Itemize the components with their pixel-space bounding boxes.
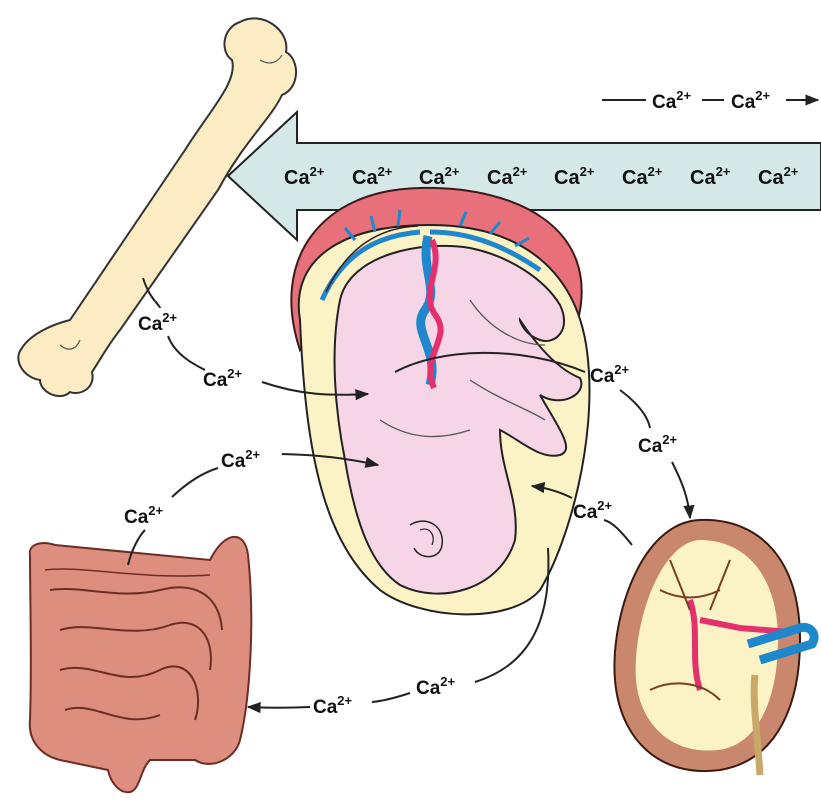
bone-femur-icon bbox=[18, 18, 296, 396]
kidney-icon bbox=[614, 520, 814, 775]
placenta-fetus-icon bbox=[291, 188, 589, 614]
gut-ca-2: Ca2+ bbox=[221, 447, 261, 472]
kidney-to-fetus-path bbox=[604, 520, 632, 545]
bone-ca-1: Ca2+ bbox=[138, 310, 178, 335]
top-ca-2: Ca2+ bbox=[731, 88, 771, 113]
intestine-icon bbox=[30, 537, 251, 792]
gutreturn-ca-1: Ca2+ bbox=[416, 674, 456, 699]
bone-ca-2: Ca2+ bbox=[203, 366, 243, 391]
gutreturn-ca-2: Ca2+ bbox=[313, 693, 353, 718]
kidney-ca-1: Ca2+ bbox=[590, 362, 630, 387]
top-ca-1: Ca2+ bbox=[652, 88, 692, 113]
kidney-return-ca: Ca2+ bbox=[573, 498, 613, 523]
gut-ca-1: Ca2+ bbox=[124, 503, 164, 528]
kidney-ca-2: Ca2+ bbox=[638, 432, 678, 457]
